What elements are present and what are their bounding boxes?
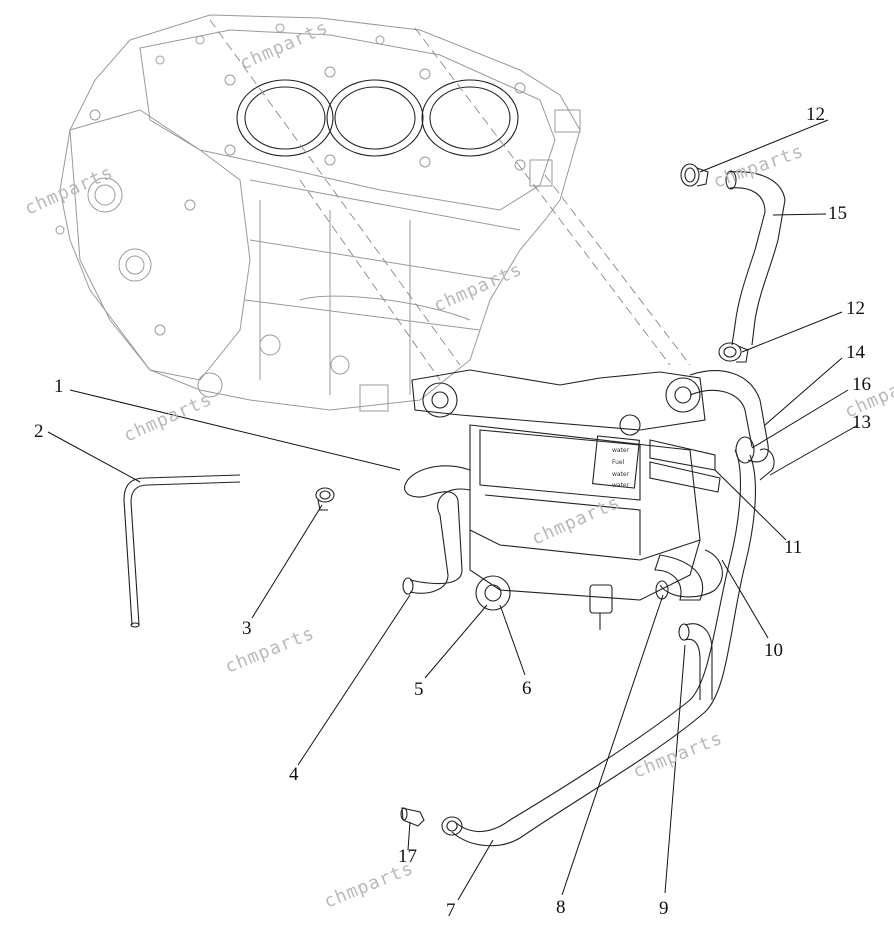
callout-3: 3 <box>242 618 252 639</box>
clamp-part-12-lower <box>718 342 749 363</box>
callout-11: 11 <box>784 537 802 558</box>
watermark: chmparts <box>236 17 331 75</box>
watermark: chmparts <box>222 623 318 678</box>
callout-13: 13 <box>852 412 871 433</box>
hose-part-9 <box>678 623 713 700</box>
cylinder-bore-3 <box>421 79 519 157</box>
leader-lines <box>47 119 859 901</box>
hose-part-4 <box>402 465 471 595</box>
callout-15: 15 <box>828 203 847 224</box>
cylinder-bore-1 <box>236 79 334 157</box>
callout-14: 14 <box>846 342 866 363</box>
module-text-1: water <box>612 447 630 454</box>
cooler-module: water Fuel water water <box>411 369 721 630</box>
hose-part-15 <box>725 170 786 346</box>
hex-key-part-2 <box>123 474 241 628</box>
watermarks: chmparts chmparts chmparts chmparts chmp… <box>21 17 894 913</box>
watermark: chmparts <box>321 858 417 913</box>
watermark: chmparts <box>21 162 116 220</box>
hose-part-7 <box>441 449 756 847</box>
callout-6: 6 <box>522 678 532 699</box>
module-text-4: water <box>612 482 630 489</box>
callout-1: 1 <box>54 376 64 397</box>
callout-12-lower: 12 <box>846 298 865 319</box>
clamp-part-12-upper <box>680 163 709 187</box>
callout-2: 2 <box>34 421 44 442</box>
callout-5: 5 <box>414 679 424 700</box>
alignment-lines <box>209 19 691 381</box>
callout-9: 9 <box>659 898 669 919</box>
callout-8: 8 <box>556 897 566 918</box>
callout-17: 17 <box>398 846 417 867</box>
callout-10: 10 <box>764 640 783 661</box>
hose-part-8 <box>655 549 723 600</box>
nipple-part-17 <box>400 807 425 827</box>
callout-12-upper: 12 <box>806 104 825 125</box>
module-text-3: water <box>612 471 630 478</box>
watermark: chmparts <box>120 389 215 447</box>
hose-part-14 <box>689 370 775 481</box>
cylinder-bore-2 <box>326 79 424 157</box>
hose-end-16 <box>735 436 755 464</box>
callout-labels: 1 2 3 4 5 6 7 8 9 10 11 12 12 13 14 15 1… <box>34 104 871 921</box>
callout-7: 7 <box>446 900 456 921</box>
clamp-part-3 <box>315 487 335 511</box>
module-text-2: Fuel <box>612 459 625 466</box>
callout-4: 4 <box>289 764 299 785</box>
watermark: chmparts <box>430 259 525 317</box>
engine-block <box>55 14 581 412</box>
callout-16: 16 <box>852 374 871 395</box>
